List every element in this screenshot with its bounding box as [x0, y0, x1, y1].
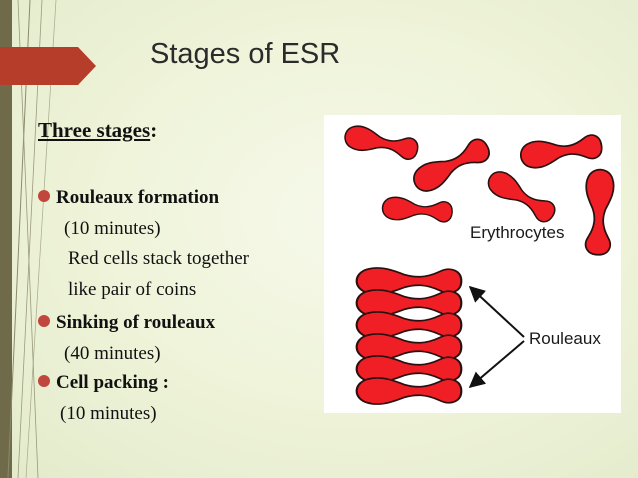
- erythrocyte-cell: [381, 195, 454, 225]
- detail-line: Red cells stack together: [68, 248, 249, 269]
- arrow-down-icon: [468, 340, 525, 389]
- erythrocyte-cell: [582, 168, 616, 257]
- rouleaux-illustration: Erythrocytes Rouleaux: [342, 122, 616, 406]
- slide-title: Stages of ESR: [150, 38, 341, 70]
- bullet-item-cell-packing: Cell packing :: [38, 372, 169, 394]
- bullet-label: Rouleaux formation: [56, 187, 220, 208]
- left-accent-bar: [0, 0, 12, 478]
- rouleaux-cell: [355, 376, 463, 406]
- bullet-label: Sinking of rouleaux: [56, 312, 216, 333]
- detail-line: (10 minutes): [64, 218, 161, 239]
- rouleaux-label: Rouleaux: [529, 329, 601, 348]
- erythrocytes-label: Erythrocytes: [470, 223, 564, 242]
- erythrocyte-cell: [408, 133, 495, 197]
- detail-line: (40 minutes): [64, 343, 161, 364]
- heading-colon: :: [150, 118, 158, 142]
- bullet-item-rouleaux-formation: Rouleaux formation: [38, 187, 219, 209]
- bullet-dot-icon: [38, 315, 50, 327]
- bullet-dot-icon: [38, 190, 50, 202]
- detail-line: (10 minutes): [60, 403, 157, 424]
- arrow-up-icon: [468, 285, 525, 338]
- section-heading: Three stages:: [38, 118, 157, 143]
- erythrocyte-cell: [518, 131, 605, 171]
- title-arrow-shape: [0, 47, 96, 85]
- rouleaux-figure: Erythrocytes Rouleaux: [324, 115, 621, 413]
- detail-line: like pair of coins: [68, 279, 197, 300]
- bullet-item-sinking-of-rouleaux: Sinking of rouleaux: [38, 312, 215, 334]
- heading-underlined-text: Three stages: [38, 118, 151, 142]
- bullet-dot-icon: [38, 375, 50, 387]
- erythrocyte-cell: [342, 122, 421, 163]
- bullet-label: Cell packing :: [56, 372, 169, 393]
- erythrocyte-cell: [483, 166, 560, 227]
